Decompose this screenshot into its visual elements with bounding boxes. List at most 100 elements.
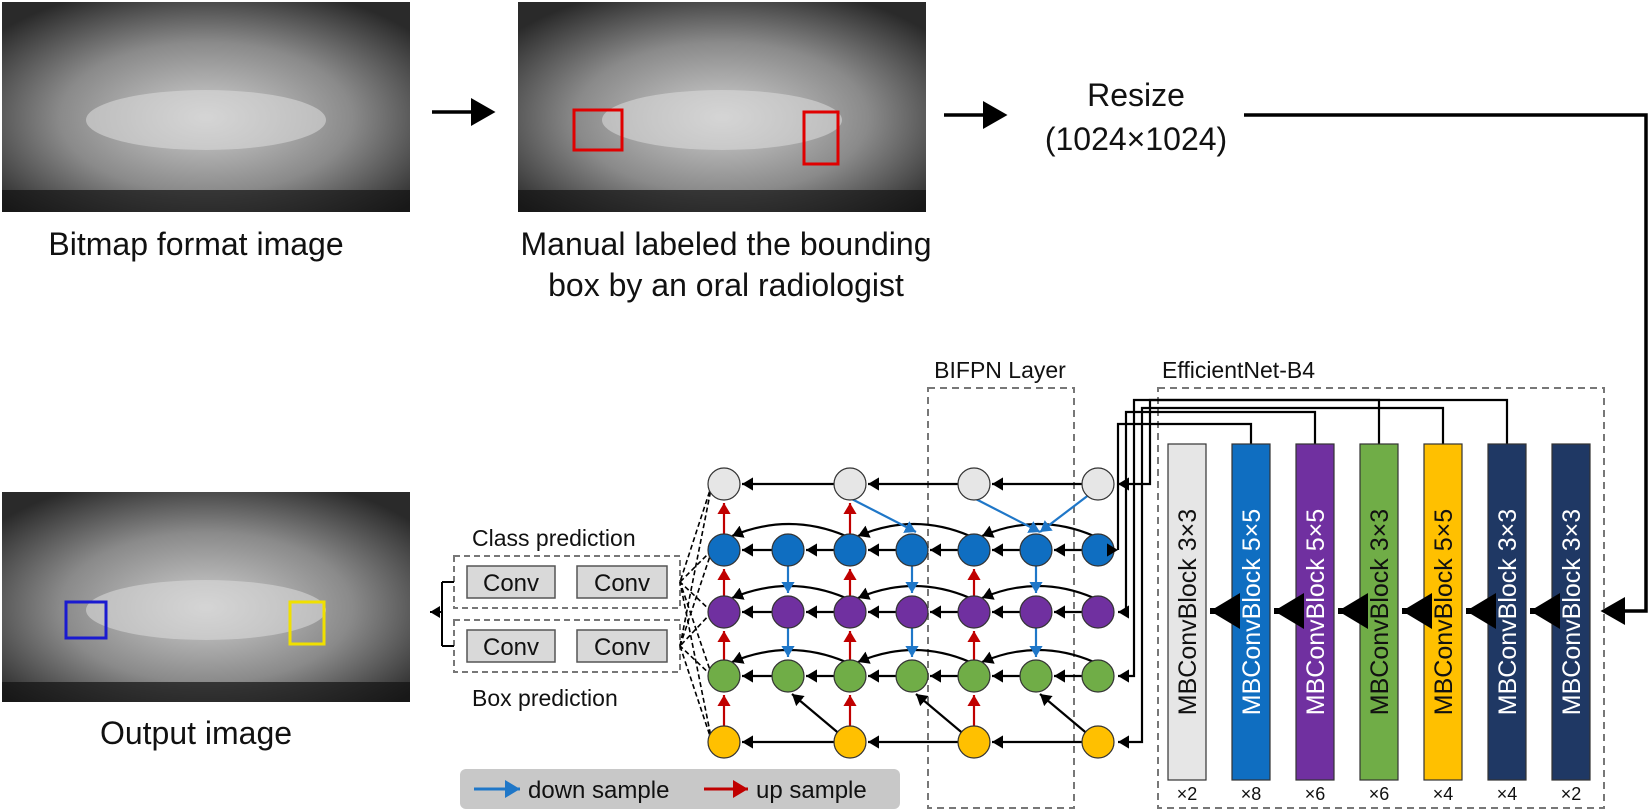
bifpn-node [895, 659, 929, 693]
mbconv-block: MBConvBlock 3×3 ×6 [1359, 443, 1399, 804]
conv-label: Conv [594, 570, 650, 597]
bifpn-node [833, 595, 867, 629]
class-conv-2: Conv [576, 565, 668, 599]
bifpn-node [833, 725, 867, 759]
bifpn-diagonal-edge [1039, 693, 1091, 737]
manual-box-left [572, 108, 624, 152]
backbone-feature-connector [1118, 398, 1381, 683]
mbconv-block-rect [1167, 443, 1207, 781]
mbconv-block: MBConvBlock 3×3 ×4 [1487, 443, 1527, 804]
bifpn-node [1019, 533, 1053, 567]
mbconv-block-label: MBConvBlock 3×3 [1174, 509, 1202, 715]
legend-down-label: down sample [528, 777, 669, 804]
mbconv-block-label: MBConvBlock 3×3 [1366, 509, 1394, 715]
bifpn-node [771, 659, 805, 693]
bifpn-node [1019, 595, 1053, 629]
resize-to-backbone-line [1244, 113, 1648, 625]
bifpn-nodes [707, 467, 1115, 759]
bifpn-node [833, 659, 867, 693]
mbconv-block: MBConvBlock 5×5 ×6 [1295, 443, 1335, 804]
bifpn-title: BIFPN Layer [934, 357, 1066, 383]
bifpn-node [707, 659, 741, 693]
bifpn-layer-box [927, 387, 1075, 809]
mbconv-block: MBConvBlock 3×3 ×2 [1551, 443, 1591, 804]
resize-line1: Resize [1087, 77, 1185, 113]
box-conv-1: Conv [466, 629, 556, 663]
efficientnet-title: EfficientNet-B4 [1162, 357, 1315, 383]
bifpn-node [1019, 659, 1053, 693]
mbconv-block: MBConvBlock 5×5 ×8 [1231, 443, 1271, 804]
bifpn-node [1081, 725, 1115, 759]
bifpn-diagonal-edge [915, 693, 967, 737]
bifpn-node [1081, 659, 1115, 693]
backbone-to-bifpn-links [1111, 398, 1509, 749]
bifpn-node [957, 725, 991, 759]
mbconv-repeat-label: ×4 [1433, 784, 1454, 804]
mbconv-block-label: MBConvBlock 5×5 [1238, 509, 1266, 715]
bifpn-node [707, 533, 741, 567]
conv-label: Conv [594, 634, 650, 661]
bifpn-skip-edge [731, 522, 847, 538]
backbone-feature-connector [1118, 410, 1317, 619]
bifpn-edges [717, 477, 1095, 749]
xray-image-output [2, 492, 410, 702]
mbconv-block: MBConvBlock 3×3 ×2 [1167, 443, 1207, 804]
mbconv-block-label: MBConvBlock 5×5 [1430, 509, 1458, 715]
heads-to-output-connector [430, 581, 454, 647]
bifpn-node [707, 725, 741, 759]
mbconv-repeat-label: ×6 [1305, 784, 1326, 804]
pred-box-left [64, 600, 108, 640]
class-prediction-label: Class prediction [472, 525, 636, 551]
bifpn-diagonal-edge [791, 693, 843, 737]
conv-label: Conv [483, 634, 539, 661]
backbone-feature-connector [1118, 406, 1445, 749]
mbconv-block-label: MBConvBlock 3×3 [1494, 509, 1522, 715]
box-prediction-label: Box prediction [472, 685, 618, 711]
bifpn-node [1081, 533, 1115, 567]
mbconv-repeat-label: ×4 [1497, 784, 1518, 804]
bifpn-node [895, 595, 929, 629]
bifpn-node [957, 467, 991, 501]
mbconv-block-rect [1359, 443, 1399, 781]
mbconv-repeat-label: ×2 [1177, 784, 1198, 804]
mbconv-repeat-label: ×2 [1561, 784, 1582, 804]
labeled-caption-line1: Manual labeled the bounding [521, 226, 932, 262]
mbconv-block-label: MBConvBlock 5×5 [1302, 509, 1330, 715]
xray-image-labeled [518, 2, 926, 212]
legend-up-label: up sample [756, 777, 867, 804]
bifpn-node [833, 467, 867, 501]
bifpn-node [957, 659, 991, 693]
mbconv-block: MBConvBlock 5×5 ×4 [1423, 443, 1463, 804]
bifpn-down-edge [965, 493, 1041, 533]
conv-label: Conv [483, 570, 539, 597]
bifpn-node [771, 595, 805, 629]
manual-box-right [802, 110, 840, 166]
mbconv-repeat-label: ×8 [1241, 784, 1262, 804]
resize-line2: (1024×1024) [1045, 121, 1227, 157]
bifpn-node [707, 467, 741, 501]
mbconv-repeat-label: ×6 [1369, 784, 1390, 804]
bifpn-node [1081, 467, 1115, 501]
efficientnet-box [1157, 387, 1605, 809]
bifpn-node [895, 533, 929, 567]
bifpn-down-edge [841, 493, 917, 533]
node-to-head-fan [679, 483, 713, 743]
xray-image-bitmap [2, 2, 410, 212]
pred-box-right [288, 600, 326, 646]
bifpn-node [957, 595, 991, 629]
output-caption: Output image [100, 715, 292, 751]
bifpn-node [707, 595, 741, 629]
class-conv-1: Conv [466, 565, 556, 599]
labeled-caption-line2: box by an oral radiologist [548, 267, 904, 303]
bifpn-node [771, 533, 805, 567]
bifpn-node [957, 533, 991, 567]
legend: down sample up sample [460, 769, 900, 809]
bifpn-node [1081, 595, 1115, 629]
bitmap-caption: Bitmap format image [48, 226, 343, 262]
bifpn-node [833, 533, 867, 567]
box-conv-2: Conv [576, 629, 668, 663]
mbconv-block-label: MBConvBlock 3×3 [1558, 509, 1586, 715]
backbone-feature-connector [1118, 398, 1509, 491]
